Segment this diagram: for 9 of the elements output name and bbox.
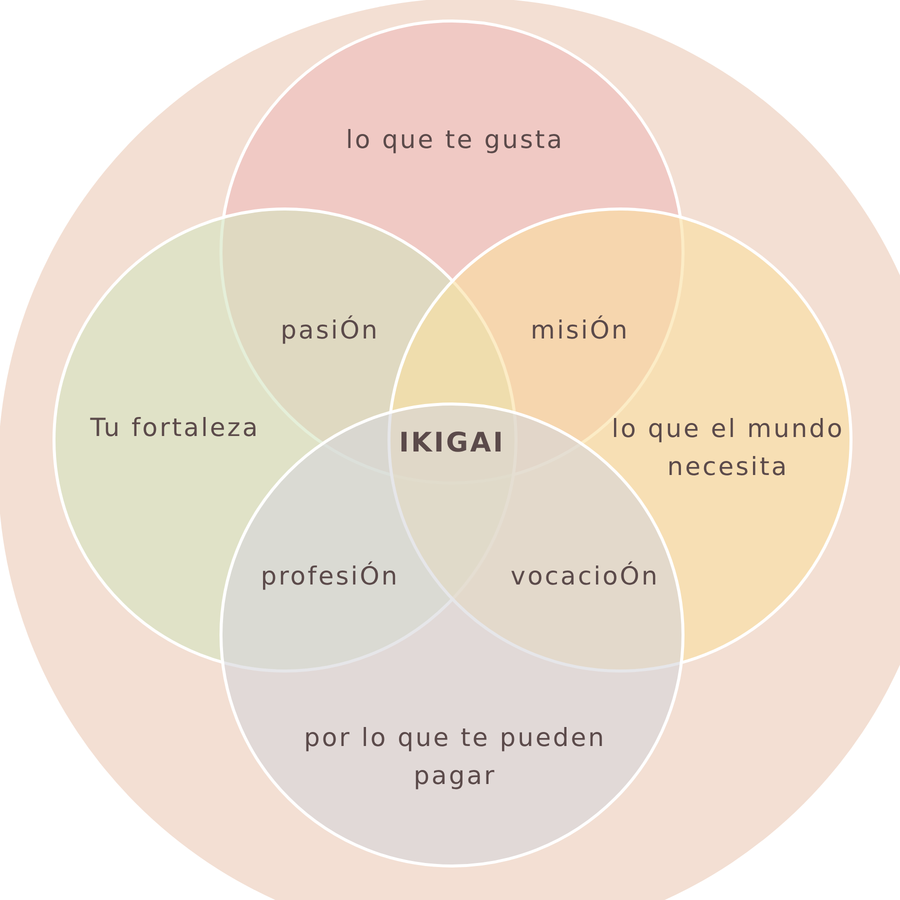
overlap-label: pasiÓn [280,316,380,344]
circle-label: lo que el mundo necesita [610,413,846,483]
overlap-label: misiÓn [530,316,630,344]
overlap-label: profesiÓn [260,562,400,590]
overlap-label: vocacioÓn [510,562,660,590]
circle-label: Tu fortaleza [89,412,261,444]
circle-label: por lo que te pueden pagar [303,722,607,792]
center-label: IKIGAI [398,428,506,458]
circle-label: lo que te gusta [344,124,566,156]
